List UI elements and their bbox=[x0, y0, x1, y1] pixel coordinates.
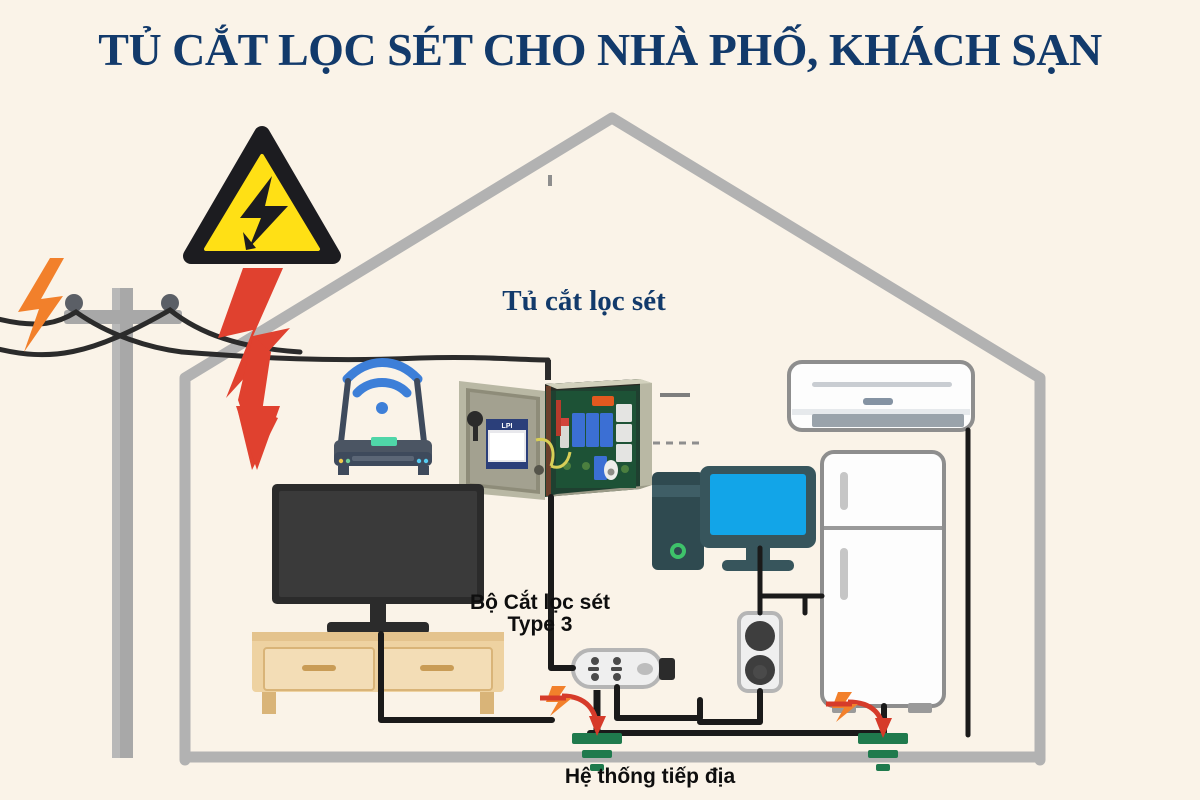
cabinet-lock-icon bbox=[467, 411, 483, 441]
power-strip-switch bbox=[637, 663, 653, 675]
fridge-foot-right bbox=[908, 703, 932, 713]
pole-insulator-right bbox=[161, 294, 179, 312]
door-handle bbox=[534, 465, 544, 475]
ground-bolt-right-icon bbox=[832, 692, 858, 722]
stand-leg-left bbox=[262, 692, 276, 714]
surge-arrow-left bbox=[589, 716, 606, 736]
lightning-strike-red bbox=[218, 268, 290, 470]
terminal-block-1 bbox=[616, 404, 632, 422]
ground-bolt-left-icon bbox=[546, 686, 572, 716]
terminal-block-3 bbox=[616, 444, 632, 462]
surge-arrow-right bbox=[875, 718, 892, 738]
socket-plug-top bbox=[745, 621, 775, 651]
fridge-handle-bottom bbox=[840, 548, 848, 600]
page-title: TỦ CẮT LỌC SÉT CHO NHÀ PHỐ, KHÁCH SẠN bbox=[98, 24, 1102, 75]
lightning-bolt-orange-outer bbox=[18, 258, 64, 352]
terminal-block-2 bbox=[616, 424, 632, 442]
power-strip-spd-type3[interactable] bbox=[571, 648, 675, 689]
grounding-callout-label: Hệ thống tiếp địa bbox=[564, 765, 736, 788]
cabinet-door: LPI bbox=[459, 381, 545, 500]
roof-detail bbox=[548, 175, 552, 186]
ac-vent bbox=[812, 414, 964, 427]
power-strip-plug bbox=[659, 658, 675, 680]
cabinet-callout-label: Tủ cắt lọc sét bbox=[502, 285, 666, 317]
drawer-handle-right bbox=[420, 665, 454, 671]
earth-ground-right bbox=[826, 692, 908, 771]
cable-cabinet-to-strip bbox=[548, 494, 576, 671]
router-indicator bbox=[371, 437, 397, 446]
cable-strip-run bbox=[614, 684, 703, 721]
cabinet-label-plate: LPI bbox=[486, 419, 528, 469]
monitor-screen bbox=[710, 474, 806, 535]
spd-module-3 bbox=[600, 413, 613, 447]
desktop-computer bbox=[652, 466, 816, 571]
ac-display bbox=[863, 398, 893, 405]
ac-top-line bbox=[812, 382, 952, 387]
router-antenna-left bbox=[338, 378, 351, 445]
cable-socket-down bbox=[697, 688, 763, 725]
spd-type3-callout-label: Bộ Cắt lọc sét Type 3 bbox=[469, 591, 611, 637]
cabinet-brand-text: LPI bbox=[502, 423, 513, 430]
tv-base bbox=[327, 622, 429, 634]
internal-red-wire bbox=[556, 400, 561, 436]
spd-module-1 bbox=[572, 413, 585, 447]
fridge-handle-top bbox=[840, 472, 848, 510]
component-orange bbox=[592, 396, 614, 406]
wall-socket[interactable] bbox=[737, 611, 783, 693]
utility-pole bbox=[64, 288, 182, 758]
wifi-dot-icon bbox=[376, 402, 388, 414]
refrigerator bbox=[820, 450, 946, 713]
warning-bolt-icon bbox=[240, 176, 288, 248]
pole-insulator-left bbox=[65, 294, 83, 312]
television bbox=[272, 484, 484, 634]
tv-neck bbox=[370, 604, 386, 626]
wifi-signal-icon bbox=[342, 358, 423, 398]
cabinet-body bbox=[535, 379, 652, 497]
spd-module-2 bbox=[586, 413, 599, 447]
cable-tv-to-ground-bus bbox=[378, 631, 555, 723]
appliance-cables bbox=[378, 427, 971, 738]
spd-module-4 bbox=[594, 456, 607, 480]
router-antenna-right bbox=[414, 378, 427, 445]
jumper-wire-2 bbox=[550, 451, 572, 469]
air-conditioner bbox=[787, 360, 975, 432]
high-voltage-warning-sign bbox=[183, 126, 341, 264]
surge-protection-cabinet[interactable]: LPI bbox=[459, 379, 652, 500]
wifi-router bbox=[334, 358, 432, 475]
drawer-handle-left bbox=[302, 665, 336, 671]
jumper-wire-1 bbox=[535, 437, 555, 467]
earth-ground-left bbox=[540, 686, 622, 771]
stand-leg-right bbox=[480, 692, 494, 714]
